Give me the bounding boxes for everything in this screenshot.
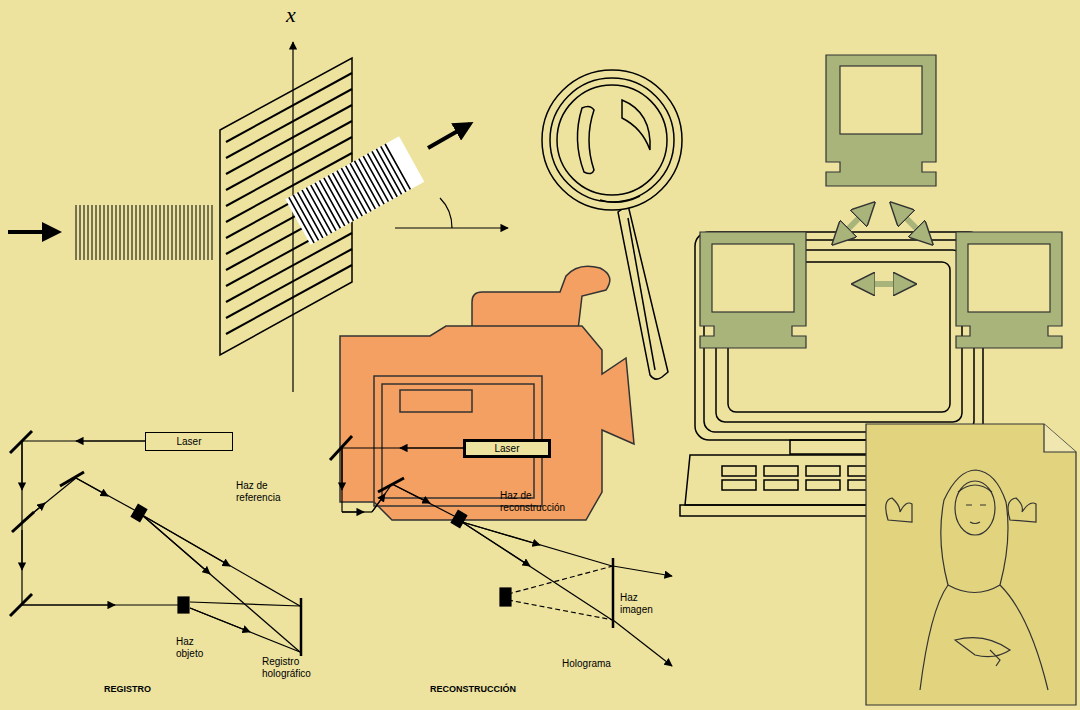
- laser-box: Laser: [145, 432, 233, 451]
- laser-label: Laser: [494, 444, 519, 454]
- beam-label: Haz objeto: [176, 636, 222, 659]
- beam-label: Haz de reconstrucción: [500, 490, 586, 513]
- plate-label: Holograma: [562, 658, 611, 670]
- section-title: REGISTRO: [104, 684, 151, 694]
- recording-setup: [10, 431, 301, 656]
- laser-box: Laser: [463, 439, 551, 458]
- video-camera: [340, 266, 634, 520]
- axis-label: x: [286, 2, 296, 28]
- laser-label: Laser: [176, 437, 201, 447]
- section-title: RECONSTRUCCIÓN: [430, 684, 516, 694]
- small-monitors: [700, 55, 1062, 348]
- beam-label: Haz de referencia: [236, 480, 298, 503]
- document-picture: [866, 424, 1076, 705]
- plate-label: Registro holográfico: [262, 656, 336, 679]
- beam-label: Haz imagen: [620, 592, 664, 615]
- reconstruction-setup: [330, 436, 672, 666]
